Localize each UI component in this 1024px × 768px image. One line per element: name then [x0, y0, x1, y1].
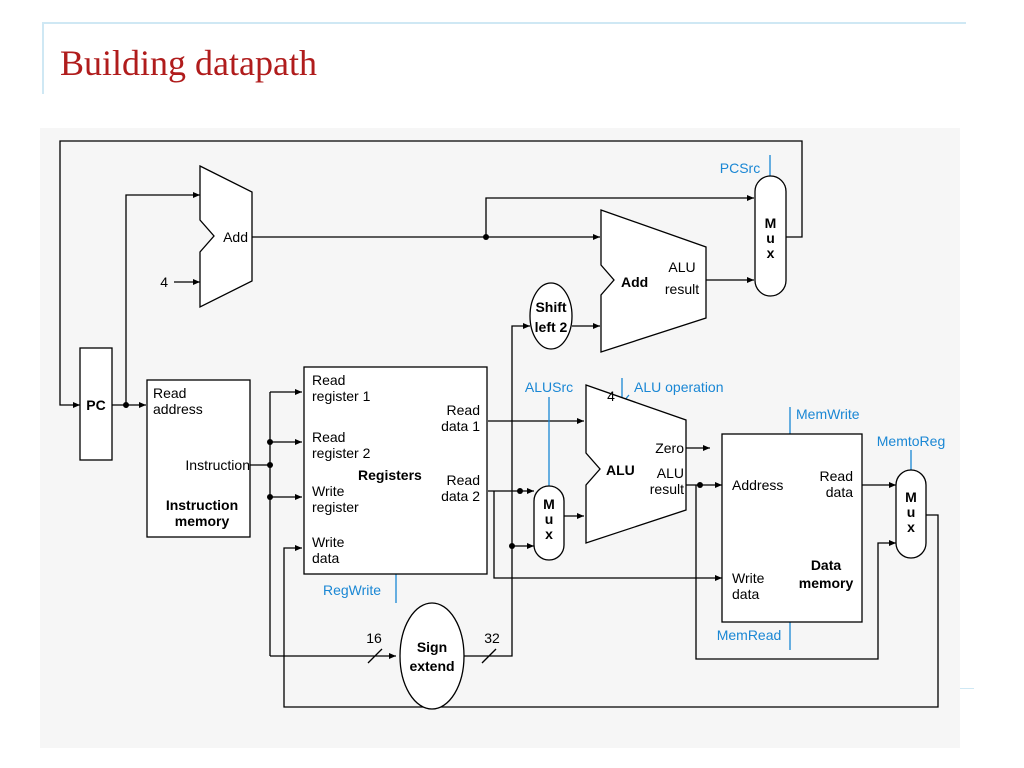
pc-adder: Add — [199, 164, 253, 309]
data-memory-title-line1: Data — [811, 557, 842, 573]
write-register-line1: Write — [312, 483, 345, 499]
pc-register: PC — [79, 347, 113, 461]
branch-adder-label: Add — [621, 274, 648, 290]
read-register-1-line2: register 1 — [312, 388, 371, 404]
sign-extend-line2: extend — [409, 658, 454, 674]
width-slash-16 — [367, 648, 383, 664]
alu-result-line1: ALU — [657, 465, 684, 481]
alu-operation-label: ALU operation — [634, 379, 724, 395]
read-data-line1: Read — [820, 468, 853, 484]
top-rule — [42, 22, 966, 24]
pc-label: PC — [86, 397, 105, 413]
memread-label: MemRead — [717, 627, 782, 643]
mux-letter: u — [766, 230, 775, 246]
register-file: Read register 1 Read register 2 Write re… — [303, 366, 488, 575]
mux-letter: x — [907, 519, 915, 535]
mux-letter: M — [905, 489, 917, 505]
wires — [59, 140, 939, 708]
mux-letter: M — [543, 496, 555, 512]
write-data-line2: data — [312, 550, 339, 566]
read-register-1-line1: Read — [312, 372, 345, 388]
alu-label: ALU — [606, 462, 635, 478]
write-data-line2: data — [732, 586, 759, 602]
read-address-line1: Read — [153, 385, 186, 401]
write-register-line2: register — [312, 499, 359, 515]
write-data-line1: Write — [732, 570, 765, 586]
pc-source-mux: M u x — [754, 175, 787, 297]
sign-extend-output-width: 32 — [484, 630, 500, 646]
mux-letter: u — [907, 504, 916, 520]
shift-label-line2: left 2 — [535, 319, 568, 335]
instruction-memory-title-line1: Instruction — [166, 497, 238, 513]
data-memory: Address Read data Write data Data memory — [721, 433, 863, 623]
regwrite-label: RegWrite — [323, 582, 381, 598]
mem-to-reg-mux: M u x — [895, 469, 927, 559]
read-register-2-line2: register 2 — [312, 445, 371, 461]
alu-zero-label: Zero — [655, 440, 684, 456]
memwrite-label: MemWrite — [796, 406, 860, 422]
read-data-line2: data — [826, 484, 853, 500]
width-slash-32 — [481, 648, 497, 664]
junction-dots — [123, 234, 703, 549]
data-memory-title-line2: memory — [799, 575, 854, 591]
mux-letter: u — [545, 511, 554, 527]
alu: ALU Zero ALU result — [585, 384, 687, 544]
registers-title: Registers — [358, 467, 422, 483]
memtoreg-label: MemtoReg — [877, 433, 945, 449]
sign-extend: Sign extend — [399, 602, 465, 710]
mux-letter: x — [767, 245, 775, 261]
alusrc-label: ALUSrc — [525, 379, 573, 395]
read-register-2-line1: Read — [312, 429, 345, 445]
instruction-memory-title-line2: memory — [175, 513, 230, 529]
pcsrc-label: PCSrc — [720, 160, 760, 176]
side-rule — [42, 24, 44, 94]
branch-adder-result-line1: ALU — [668, 259, 695, 275]
read-data-1-line2: data 1 — [441, 418, 480, 434]
shift-label-line1: Shift — [535, 299, 566, 315]
read-data-2-line2: data 2 — [441, 488, 480, 504]
mux-letter: x — [545, 526, 553, 542]
instruction-output-label: Instruction — [185, 457, 250, 473]
read-data-2-line1: Read — [447, 472, 480, 488]
write-data-line1: Write — [312, 534, 345, 550]
alu-result-line2: result — [650, 481, 684, 497]
slide-title: Building datapath — [60, 43, 317, 83]
instruction-memory: Read address Instruction Instruction mem… — [146, 379, 251, 538]
constant-four: 4 — [160, 274, 168, 290]
right-rule-tick — [960, 688, 974, 689]
address-label: Address — [732, 477, 783, 493]
mux-letter: M — [765, 215, 777, 231]
pc-adder-label: Add — [223, 229, 248, 245]
branch-adder-result-line2: result — [665, 281, 699, 297]
alu-source-mux: M u x — [533, 485, 565, 561]
read-data-1-line1: Read — [447, 402, 480, 418]
shift-left-2: Shift left 2 — [529, 282, 573, 350]
read-address-line2: address — [153, 401, 203, 417]
branch-adder: Add ALU result — [600, 209, 707, 353]
sign-extend-line1: Sign — [417, 639, 447, 655]
alu-op-width: 4 — [607, 388, 615, 404]
sign-extend-input-width: 16 — [366, 630, 382, 646]
